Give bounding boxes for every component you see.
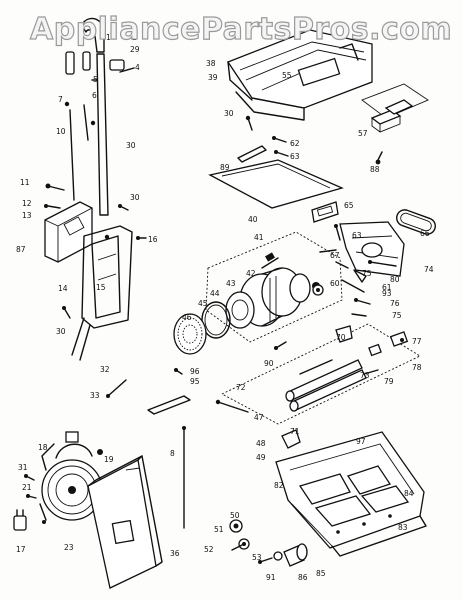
callout-label: 73 [360, 371, 370, 380]
callout-label: 63 [352, 231, 362, 240]
callout-label: 40 [248, 215, 258, 224]
brush-roll-assembly [215, 323, 421, 425]
callout-label: 14 [58, 284, 68, 293]
callout-label: 61 [382, 283, 392, 292]
callout-label: 82 [274, 481, 284, 490]
callout-label: 83 [398, 523, 408, 532]
callout-label: 55 [282, 71, 292, 80]
callout-label: 31 [18, 463, 28, 472]
callout-label: 16 [148, 235, 158, 244]
watermark-logo: AppliancePartsPros.com [29, 11, 453, 47]
callout-label: 70 [336, 333, 346, 342]
handle-assembly [44, 17, 147, 361]
callout-label: 65 [344, 201, 354, 210]
callout-label: 48 [256, 439, 266, 448]
callout-label: 10 [56, 127, 66, 136]
cord-reel-assembly [13, 431, 103, 531]
callout-label: 30 [130, 193, 140, 202]
callout-label: 84 [404, 489, 414, 498]
callout-label: 52 [204, 545, 214, 554]
callout-label: 46 [182, 313, 192, 322]
callout-label: 75 [362, 269, 372, 278]
callout-label: 71 [290, 427, 300, 436]
callout-label: 1 [106, 33, 111, 42]
callout-label: 74 [424, 265, 434, 274]
filter-assembly [361, 83, 429, 165]
callout-label: 38 [206, 59, 216, 68]
callout-label: 76 [390, 299, 400, 308]
callout-labels: 1 2 4 5 6 7 8 10 11 12 13 14 15 16 17 18… [16, 33, 434, 582]
callout-label: 93 [382, 289, 392, 298]
callout-label: 15 [96, 283, 106, 292]
nozzle-housing [311, 201, 436, 317]
callout-label: 30 [56, 327, 66, 336]
callout-label: 95 [190, 377, 200, 386]
top-cover-assembly [227, 29, 373, 163]
callout-label: 36 [170, 549, 180, 558]
callout-label: 57 [358, 129, 368, 138]
callout-label: 30 [224, 109, 234, 118]
callout-label: 12 [22, 199, 32, 208]
callout-label: 88 [370, 165, 380, 174]
callout-label: 89 [220, 163, 230, 172]
callout-label: 45 [198, 299, 208, 308]
callout-label: 2 [132, 33, 137, 42]
callout-label: 67 [330, 251, 340, 260]
callout-label: 72 [236, 383, 246, 392]
axle-parts [106, 379, 186, 529]
callout-label: 77 [412, 337, 422, 346]
callout-label: 80 [390, 275, 400, 284]
callout-label: 53 [252, 553, 262, 562]
callout-label: 30 [126, 141, 136, 150]
callout-label: 51 [214, 525, 224, 534]
callout-label: 79 [384, 377, 394, 386]
callout-label: 90 [264, 359, 274, 368]
callout-label: 6 [92, 91, 97, 100]
base-plate [275, 429, 427, 557]
side-cover [87, 455, 163, 589]
callout-label: 23 [64, 543, 74, 552]
callout-label: 21 [22, 483, 32, 492]
callout-label: 5 [93, 75, 98, 84]
callout-label: 42 [246, 269, 256, 278]
callout-label: 43 [226, 279, 236, 288]
callout-label: 32 [100, 365, 110, 374]
callout-label: 85 [316, 569, 326, 578]
callout-label: 11 [20, 178, 30, 187]
callout-label: 17 [16, 545, 26, 554]
callout-label: 63 [290, 152, 300, 161]
callout-label: 13 [22, 211, 32, 220]
callout-label: 29 [130, 45, 140, 54]
callout-label: 50 [230, 511, 240, 520]
callout-label: 39 [208, 73, 218, 82]
callout-label: 87 [16, 245, 26, 254]
callout-label: 7 [58, 95, 63, 104]
callout-label: 47 [254, 413, 264, 422]
callout-label: 49 [256, 453, 266, 462]
callout-label: 91 [266, 573, 276, 582]
callout-label: 60 [330, 279, 340, 288]
callout-label: 97 [356, 437, 366, 446]
callout-label: 44 [210, 289, 220, 298]
motor-assembly [147, 231, 343, 415]
callout-label: 41 [254, 233, 264, 242]
callout-label: 86 [298, 573, 308, 582]
callout-label: 18 [38, 443, 48, 452]
callout-label: 19 [104, 455, 114, 464]
callout-label: 75 [392, 311, 402, 320]
callout-label: 66 [420, 229, 430, 238]
callout-label: 8 [170, 449, 175, 458]
bag-panel [208, 159, 344, 209]
callout-label: 33 [90, 391, 100, 400]
callout-label: 96 [190, 367, 200, 376]
callout-label: 4 [135, 63, 140, 72]
bottom-small-parts [229, 519, 308, 567]
callout-label: 78 [412, 363, 422, 372]
callout-label: 62 [290, 139, 300, 148]
